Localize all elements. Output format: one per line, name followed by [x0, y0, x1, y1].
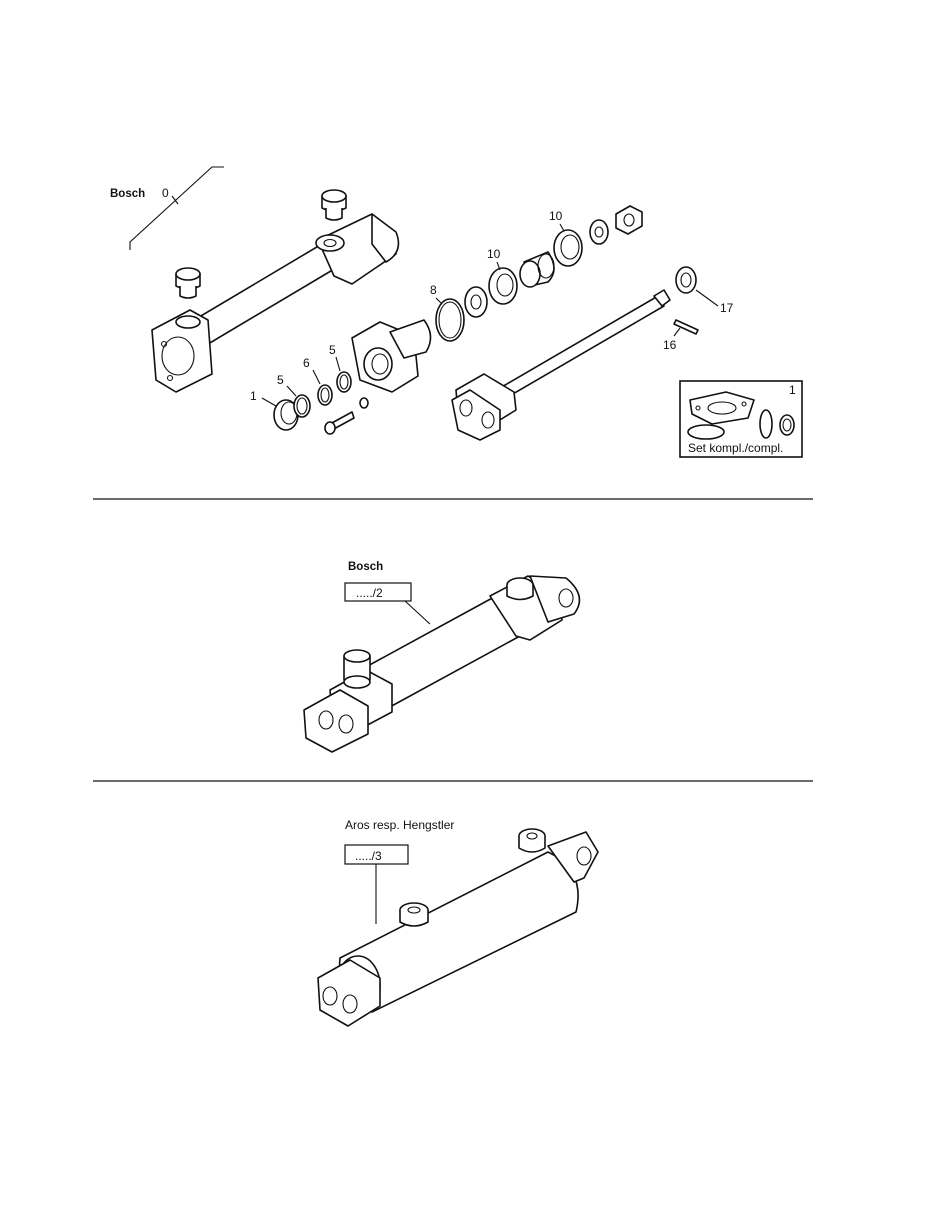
washer [359, 397, 369, 409]
callout-1: 1 [789, 383, 796, 397]
callout-5a: 5 [277, 373, 284, 387]
seal-5b [336, 371, 352, 393]
callout-16: 16 [663, 338, 677, 352]
seal-kit-box: 1 Set kompl./compl. [679, 380, 803, 458]
piston [519, 251, 555, 288]
callout-10b: 10 [549, 209, 563, 223]
seal-5a [293, 394, 311, 418]
cylinder-barrel [151, 213, 400, 393]
section-3-ref: ...../3 [355, 849, 382, 863]
piston-washer [589, 219, 609, 245]
plug-top [321, 189, 347, 221]
o-ring-8 [435, 298, 465, 342]
seal-6 [317, 384, 333, 406]
gland-flange [351, 319, 432, 393]
callout-6: 6 [303, 356, 310, 370]
pin-16 [673, 319, 699, 335]
assembly-number: 0 [162, 186, 169, 200]
piston-rod [451, 289, 671, 441]
callout-8: 8 [430, 283, 437, 297]
callout-10a: 10 [487, 247, 501, 261]
bolt [324, 411, 355, 435]
nut [615, 205, 643, 235]
callout-5b: 5 [329, 343, 336, 357]
callout-17: 17 [720, 301, 734, 315]
section-2-brand: Bosch [348, 561, 383, 573]
assembly-leader [129, 166, 224, 250]
section-2-ref: ...../2 [356, 586, 383, 600]
seal-17 [675, 266, 697, 294]
piston-seal-10a [488, 267, 518, 305]
section-1-brand: Bosch [110, 188, 145, 200]
section-2-ref-box [344, 582, 412, 602]
section-1-exploded-view: Bosch 0 [110, 166, 803, 458]
callout-4: 1 [250, 389, 257, 403]
section-2-cylinder: Bosch ...../2 [303, 561, 581, 753]
plug-left [175, 267, 201, 299]
seal-ring [464, 286, 488, 318]
section-3-cylinder: Aros resp. Hengstler ...../3 [317, 818, 599, 1027]
set-label: Set kompl./compl. [688, 441, 783, 455]
piston-seal-10b [553, 229, 583, 267]
section-3-brand: Aros resp. Hengstler [345, 818, 454, 832]
